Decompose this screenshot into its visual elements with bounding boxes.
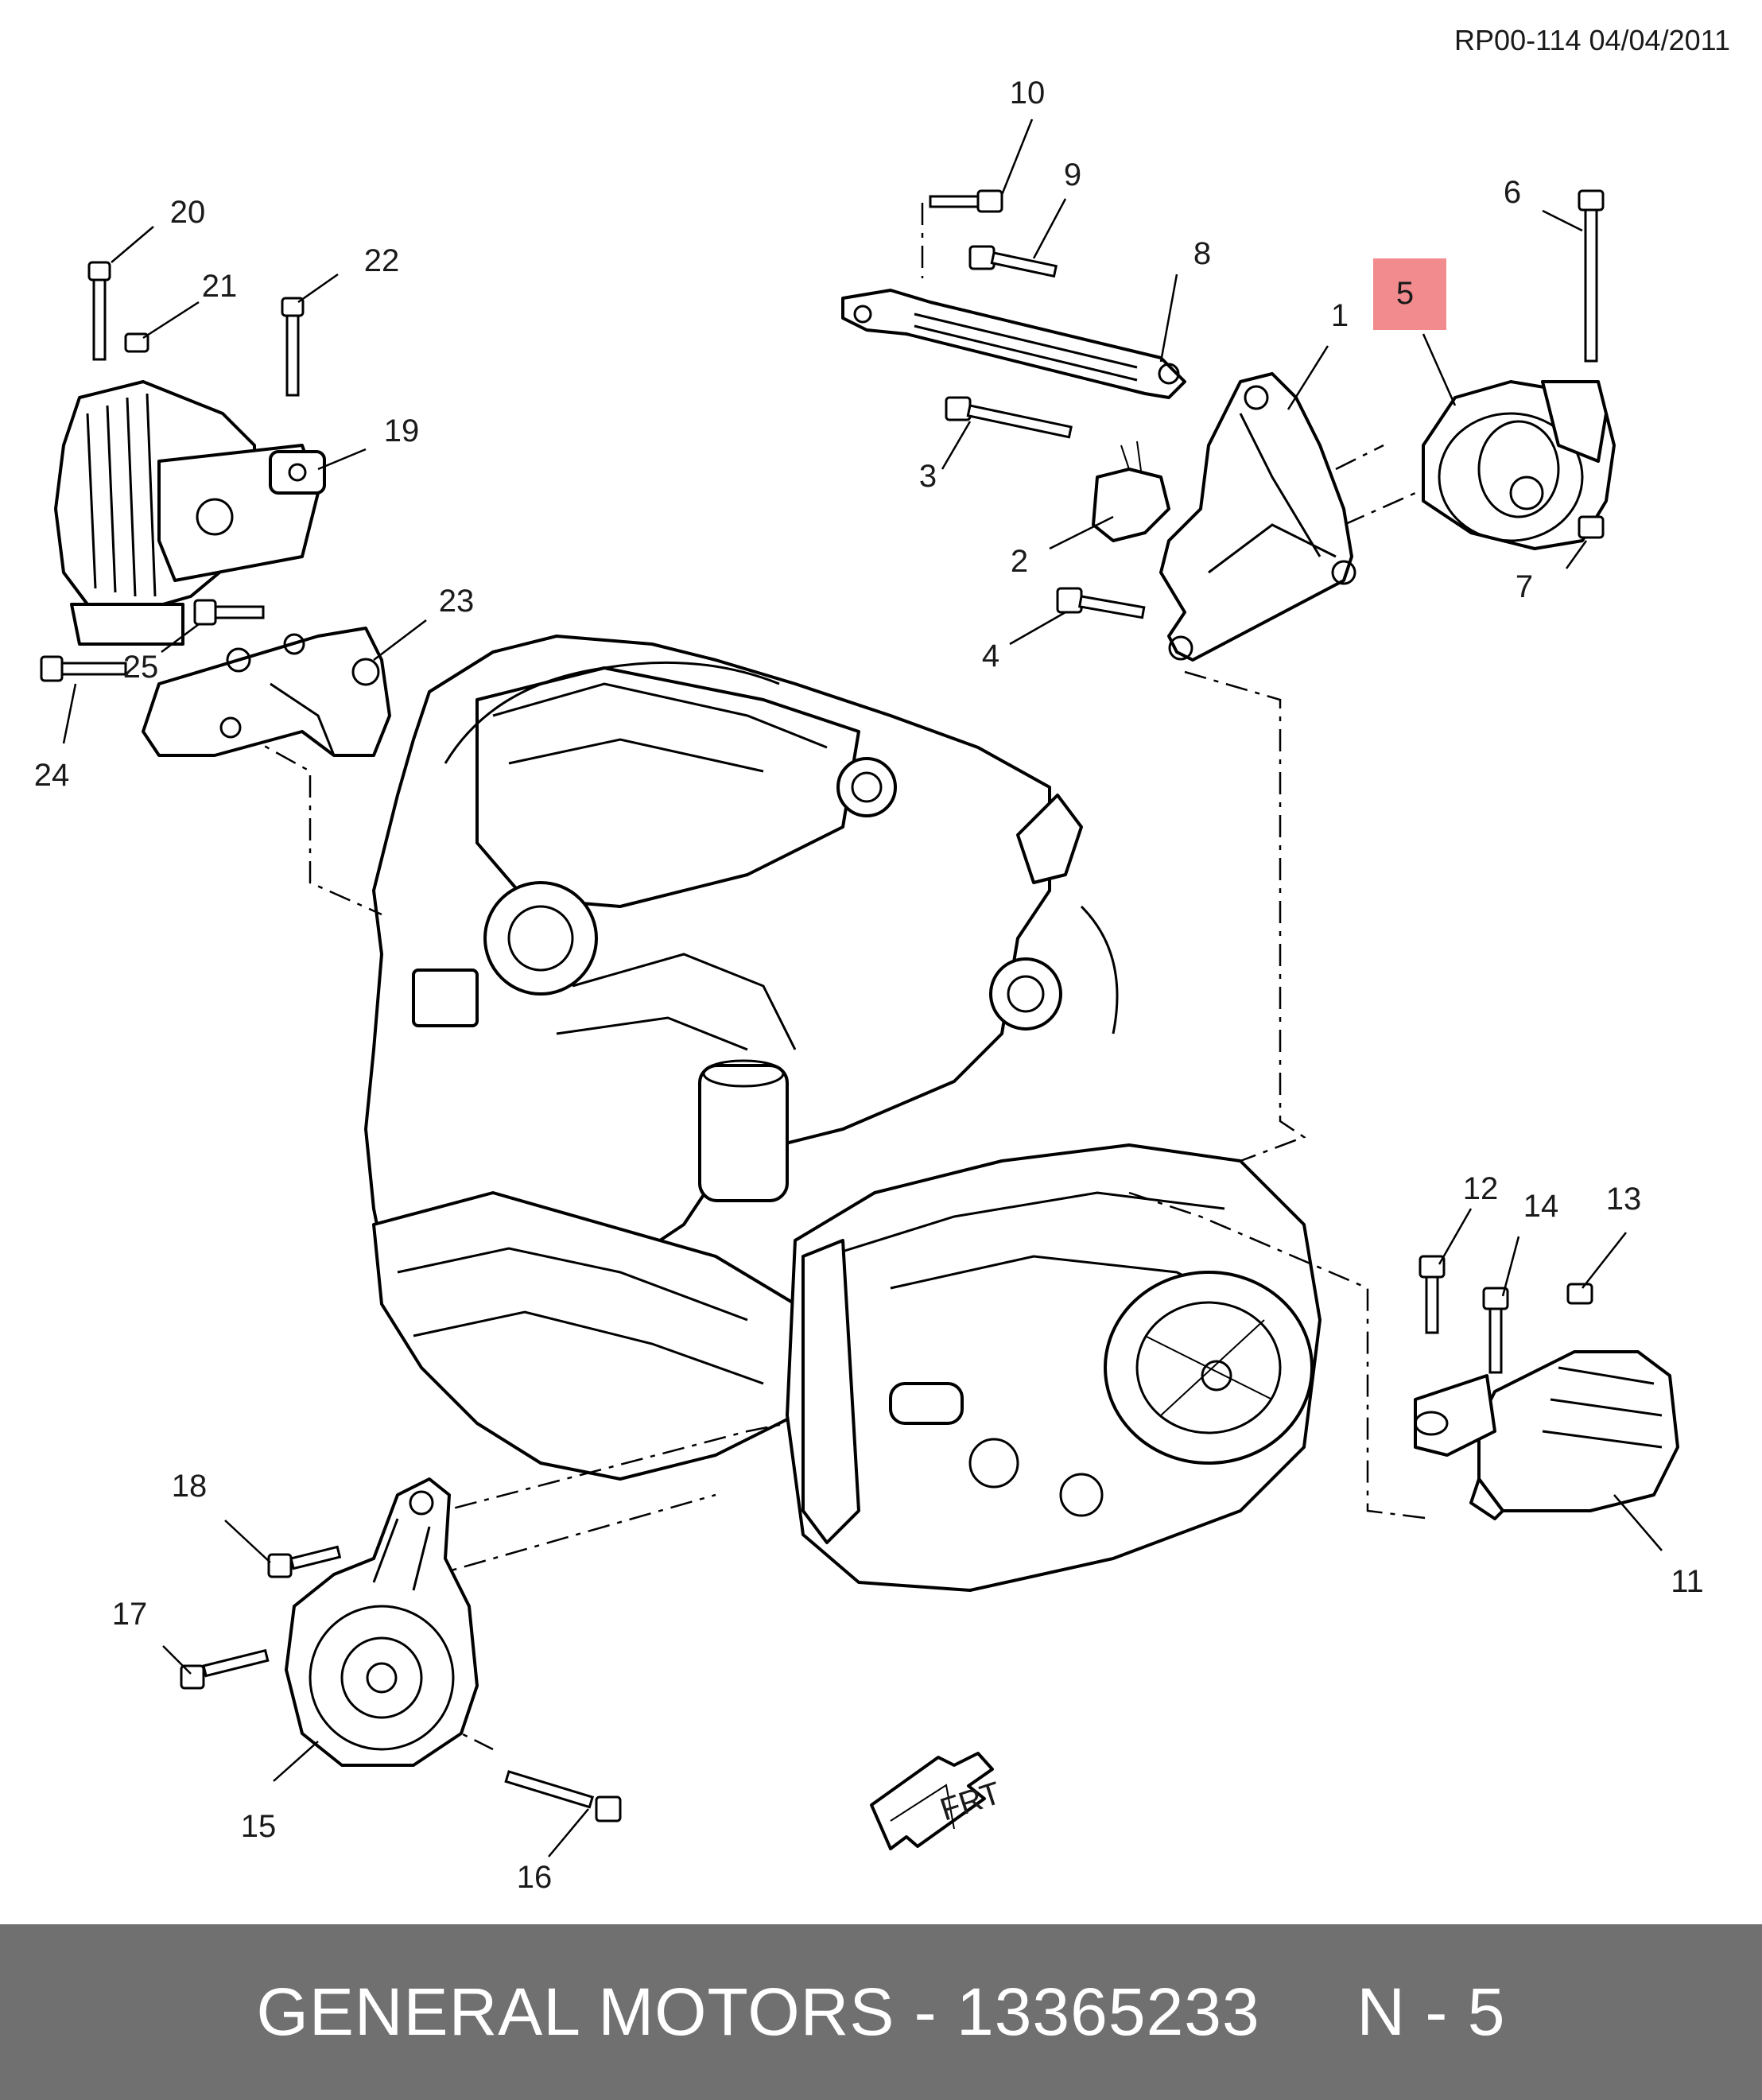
callout-15: 15 <box>241 1809 277 1844</box>
callout-21: 21 <box>202 269 238 304</box>
lower-front-mount-assembly <box>285 1477 479 1767</box>
callout-17: 17 <box>112 1597 148 1632</box>
callout-14: 14 <box>1523 1189 1559 1224</box>
callout-labels: 10 9 8 1 5 6 7 3 2 4 12 14 13 11 18 17 1… <box>34 76 1704 1895</box>
callout-10: 10 <box>1010 76 1046 111</box>
engine-mount-diagram: FRT 10 9 8 1 5 6 7 3 2 4 12 14 13 11 18 … <box>34 76 1704 1895</box>
left-mount-assembly <box>54 380 391 757</box>
callout-5: 5 <box>1396 276 1414 311</box>
transaxle-assembly <box>786 1143 1322 1592</box>
callout-4: 4 <box>982 639 999 673</box>
callout-7: 7 <box>1516 569 1533 604</box>
bolts <box>40 189 1605 1822</box>
callout-25: 25 <box>123 650 159 685</box>
callout-18: 18 <box>172 1469 208 1504</box>
callout-8: 8 <box>1193 236 1211 271</box>
callout-23: 23 <box>439 584 475 619</box>
callout-6: 6 <box>1504 175 1521 210</box>
callout-22: 22 <box>364 243 400 278</box>
callout-11: 11 <box>1671 1564 1704 1599</box>
callout-19: 19 <box>384 413 420 448</box>
footer-part-label: GENERAL MOTORS - 13365233 N - 5 <box>256 1974 1506 2049</box>
callout-24: 24 <box>34 758 70 793</box>
reference-code: RP00-114 04/04/2011 <box>1454 24 1730 56</box>
callout-3: 3 <box>919 459 937 494</box>
footer-bar: GENERAL MOTORS - 13365233 N - 5 <box>0 1924 1762 2100</box>
callout-1: 1 <box>1331 298 1349 333</box>
engine-assembly <box>364 635 1119 1481</box>
callout-13: 13 <box>1606 1182 1642 1217</box>
highlighted-part-marker <box>1373 258 1446 330</box>
front-direction-arrow: FRT <box>870 1752 1005 1850</box>
callout-9: 9 <box>1064 157 1081 192</box>
callout-12: 12 <box>1463 1171 1499 1206</box>
callout-2: 2 <box>1011 544 1028 579</box>
leader-lines <box>62 118 1663 1857</box>
callout-20: 20 <box>170 195 206 230</box>
callout-16: 16 <box>517 1860 553 1895</box>
right-lower-mount-assembly <box>1414 1350 1679 1520</box>
upper-mount-assembly <box>841 289 1616 662</box>
